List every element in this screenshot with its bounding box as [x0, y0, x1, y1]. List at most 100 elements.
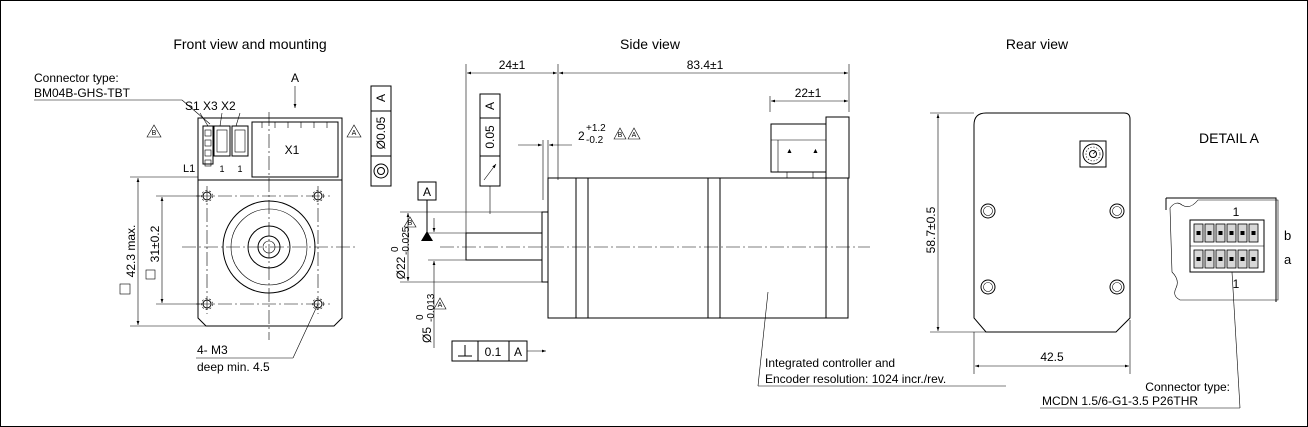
svg-text:A: A: [632, 132, 637, 139]
concentricity-icon: [373, 163, 389, 179]
svg-text:B: B: [618, 132, 623, 139]
dim-2-lower: -0.2: [586, 135, 604, 146]
svg-text:A: A: [438, 302, 443, 309]
perp-ref: A: [514, 345, 522, 359]
note-encoder-resolution: Encoder resolution: 1024 incr./rev.: [765, 372, 946, 386]
side-shaft: [465, 232, 543, 261]
rear-housing: [973, 112, 1131, 333]
dia-22: Ø22: [394, 256, 408, 279]
terminal-contact: [1196, 231, 1201, 235]
detail-row-b: b: [1284, 228, 1291, 243]
svg-text:▲: ▲: [812, 148, 819, 155]
rear-screw: [980, 203, 996, 219]
perp-value: 0.1: [485, 345, 502, 359]
dim-22: 22±1: [795, 86, 822, 100]
conc-value: Ø0.05: [374, 116, 388, 149]
terminal-contact: [1218, 231, 1223, 235]
runout-arrow-icon: [483, 163, 497, 181]
mark-triangle-icon: A: [627, 127, 641, 140]
side-connector-block: [770, 123, 827, 173]
svg-text:B: B: [408, 220, 413, 227]
terminal-contact: [1229, 257, 1234, 261]
detail-connector-label: Connector type:: [1145, 380, 1230, 394]
x3-pin1: 1: [219, 164, 224, 174]
dim-42-3-max: 42.3 max.: [124, 225, 138, 278]
terminal-contact: [1218, 257, 1223, 261]
dim-42-5: 42.5: [1040, 350, 1064, 364]
detail-a: DETAIL A: [1165, 130, 1279, 302]
dim-24: 24±1: [499, 58, 526, 72]
dia-22-lower: -0.025: [401, 226, 412, 255]
x3-connector: [213, 125, 231, 157]
dia-22-upper: 0: [390, 246, 401, 252]
l1-label: L1: [183, 163, 195, 175]
x1-label: X1: [285, 143, 300, 157]
detail-connector-part: MCDN 1.5/6-G1-3.5 P26THR: [1042, 394, 1198, 408]
controller-housing: [825, 116, 850, 179]
x2-pin1: 1: [237, 164, 242, 174]
terminal-contact: [1240, 257, 1245, 261]
detail-a-title: DETAIL A: [1199, 130, 1260, 146]
rear-view: 58.7±0.5 42.5: [924, 112, 1131, 374]
rear-screw: [980, 279, 996, 295]
detail-terminal-pins: [1193, 223, 1259, 269]
l1-led: [204, 159, 212, 167]
dim-31: 31±0.2: [148, 225, 162, 262]
x1-connector: [251, 121, 339, 178]
mark-triangle-icon: B: [403, 216, 417, 228]
dim-2-base: 2: [578, 129, 585, 143]
dim-2-upper: +1.2: [586, 123, 606, 134]
dim-58-7: 58.7±0.5: [924, 206, 938, 253]
dia-5: Ø5: [420, 327, 434, 343]
terminal-contact: [1251, 257, 1256, 261]
detail-labels: 1 b a 1 Connector type: MCDN 1.5/6-G1-3.…: [1040, 205, 1292, 409]
mark-triangle-icon: B: [146, 124, 162, 138]
front-view: Connector type: BM04B-GHS-TBT S1 X3 X2 A…: [34, 71, 362, 374]
datum-a: A: [423, 185, 431, 199]
runout-value: 0.05: [483, 125, 497, 149]
side-view: A Ø0.05 A 0.05 24±1 83.4±1 22±1: [370, 58, 1006, 387]
mark-triangle-icon: A: [433, 297, 447, 310]
terminal-contact: [1207, 231, 1212, 235]
rotary-switch: [1079, 140, 1107, 168]
front-connector-type-label: Connector type:: [34, 71, 119, 85]
svg-text:▲: ▲: [786, 148, 793, 155]
mark-triangle-icon: A: [346, 124, 362, 138]
rear-screw: [1109, 279, 1125, 295]
rotary-switch-icon: [1089, 150, 1097, 158]
motor-flange: [197, 179, 343, 327]
terminal-contact: [1251, 231, 1256, 235]
detail-pin1-bottom: 1: [1233, 277, 1240, 291]
front-view-title: Front view and mounting: [173, 36, 326, 52]
perpendicularity-tolerance-frame: 0.1 A: [451, 340, 546, 362]
front-connector-part: BM04B-GHS-TBT: [34, 86, 131, 100]
terminal-contact: [1196, 257, 1201, 261]
hole-note-m3: 4- M3: [197, 343, 228, 357]
side-view-title: Side view: [620, 36, 681, 52]
detail-break-outline: [1169, 199, 1279, 301]
concentricity-tolerance-frame: A Ø0.05: [370, 85, 392, 187]
mark-triangle-icon: B: [613, 127, 627, 140]
runout-tolerance-frame: A 0.05: [479, 93, 501, 214]
motor-body: [547, 177, 849, 319]
svg-text:B: B: [152, 130, 157, 137]
datum-triangle-icon: [421, 231, 433, 241]
x2-connector: [231, 125, 249, 157]
terminal-contact: [1240, 231, 1245, 235]
s1-switch: [202, 125, 214, 165]
dia-5-lower: -0.013: [426, 293, 437, 322]
rear-screw: [1109, 203, 1125, 219]
hole-note-depth: deep min. 4.5: [197, 360, 270, 374]
rear-view-title: Rear view: [1006, 36, 1069, 52]
detail-pin1-top: 1: [1233, 205, 1240, 219]
view-arrow-label: A: [291, 71, 299, 85]
connector-names: S1 X3 X2: [185, 99, 236, 113]
terminal-contact: [1229, 231, 1234, 235]
svg-text:A: A: [352, 130, 357, 137]
runout-ref: A: [483, 102, 497, 110]
detail-row-a: a: [1284, 252, 1292, 267]
terminal-contact: [1207, 257, 1212, 261]
dim-83-4: 83.4±1: [687, 58, 724, 72]
note-integrated-controller: Integrated controller and: [765, 356, 895, 370]
